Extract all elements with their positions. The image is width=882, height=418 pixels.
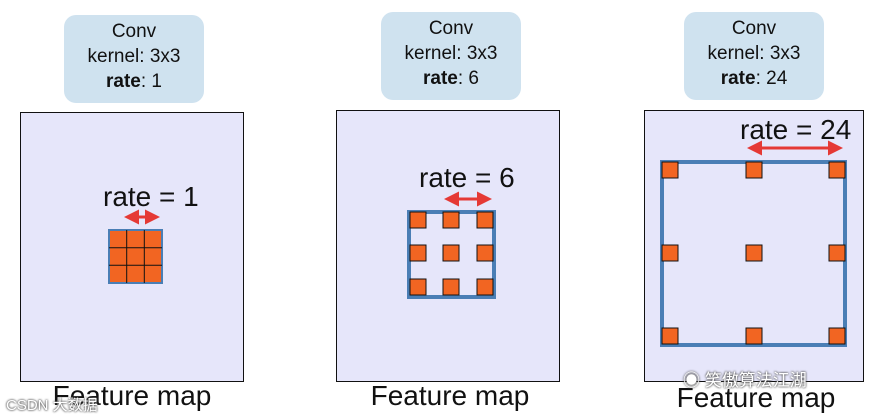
rate-label: rate = 24 <box>740 114 852 145</box>
conv-title: Conv <box>111 21 157 42</box>
kernel-rate-1 <box>108 209 163 284</box>
kernel-rate-6 <box>407 191 496 299</box>
conv-title: Conv <box>731 18 777 39</box>
conv-label-box: Conv kernel: 3x3 rate: 1 <box>64 15 204 103</box>
kernel-text: kernel: 3x3 <box>87 46 181 67</box>
conv-title: Conv <box>428 18 474 39</box>
conv-label-box: Conv kernel: 3x3 rate: 6 <box>381 12 521 100</box>
kernel-rate-24 <box>660 140 847 347</box>
kernel-cell <box>745 161 763 179</box>
kernel-cell <box>476 211 494 229</box>
kernel-cell <box>661 327 679 345</box>
kernel-cell <box>442 244 460 262</box>
kernel-cell <box>409 244 427 262</box>
kernel-cell <box>745 327 763 345</box>
feature-map-caption: Feature map <box>370 380 530 411</box>
kernel-cell <box>828 244 846 262</box>
rate-text: rate: 24 <box>720 68 788 89</box>
kernel-cell <box>745 244 763 262</box>
rate-label: rate = 6 <box>419 162 515 193</box>
kernel-text: kernel: 3x3 <box>404 43 498 64</box>
kernel-cell <box>409 211 427 229</box>
feature-map-caption: Feature map <box>52 380 212 411</box>
watermark-right-text: 笑傲算法江湖 <box>704 371 807 390</box>
kernel-cell <box>661 161 679 179</box>
kernel-cell <box>476 244 494 262</box>
rate-text: rate: 1 <box>106 71 162 92</box>
kernel-cell <box>828 161 846 179</box>
kernel-text: kernel: 3x3 <box>707 43 801 64</box>
kernel-cell <box>409 278 427 296</box>
rate-text: rate: 6 <box>423 68 479 89</box>
rate-label: rate = 1 <box>103 181 199 212</box>
kernel-cell <box>476 278 494 296</box>
kernel-cell <box>661 244 679 262</box>
kernel-cell <box>442 278 460 296</box>
wechat-icon: ◉ <box>683 371 700 390</box>
conv-label-box: Conv kernel: 3x3 rate: 24 <box>684 12 824 100</box>
kernel-outline <box>108 229 163 284</box>
feature-map-caption: Feature map <box>676 382 836 413</box>
watermark-left: CSDN 大数据 <box>6 397 98 414</box>
watermark-right: ◉ 笑傲算法江湖 <box>683 366 807 391</box>
kernel-cell <box>828 327 846 345</box>
kernel-cell <box>442 211 460 229</box>
